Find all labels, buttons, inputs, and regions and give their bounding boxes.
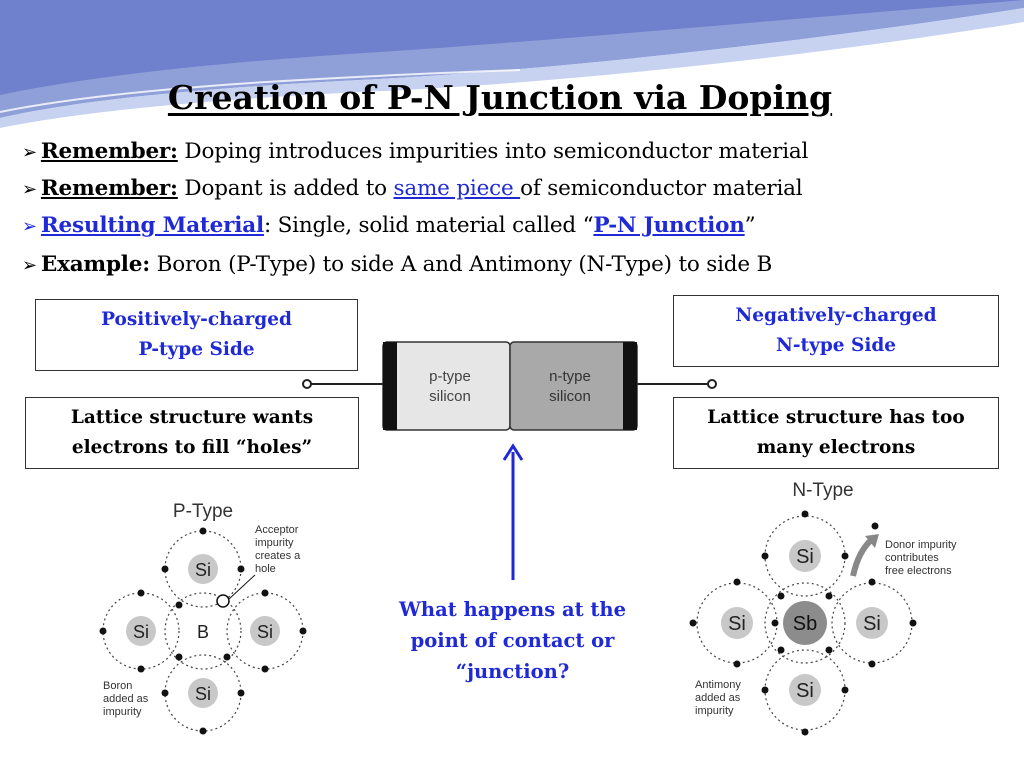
acceptor-note: Acceptor [255,524,299,536]
question-line3: “junction? [455,660,570,683]
pn-junction-link[interactable]: P-N Junction [593,213,745,238]
bullet-arrow-icon: ➢ [22,142,37,163]
p-type-label-2: silicon [429,388,471,405]
si-label: Si [796,680,814,702]
hole-marker [216,594,230,608]
boron-note: impurity [103,706,142,718]
si-atom-top [188,554,218,584]
question-line2: point of contact or [410,629,615,652]
n-end-cap [623,342,637,430]
bullet-example: ➢Example: Boron (P-Type) to side A and A… [22,252,772,277]
sb-label: Sb [793,613,817,635]
bullet-resulting-material: ➢Resulting Material: Single, solid mater… [22,213,756,238]
acceptor-note: creates a [255,550,301,562]
n-type-lattice-diagram: N-Type Si Si Si Si Sb Dono [689,480,957,736]
bullet-text: Doping introduces impurities into semico… [177,139,809,164]
bullet-text: : Single, solid material called “ [263,213,594,238]
p-lattice-line1: Lattice structure wants [70,407,314,428]
junction-question: What happens at the point of contact or … [375,594,650,687]
question-line1: What happens at the [399,598,626,621]
pn-diode-diagram: p-type silicon n-type silicon [302,341,717,431]
junction-arrow [502,443,524,580]
p-side-line2: P-type Side [138,339,255,360]
antimony-note: added as [695,692,741,704]
bullet-arrow-icon: ➢ [22,179,37,200]
si-label: Si [257,622,273,642]
antimony-note: Antimony [695,679,741,691]
si-atom-bottom [789,674,821,706]
left-terminal [302,379,312,389]
donor-note: contributes [885,552,939,564]
b-label: B [197,622,209,642]
acceptor-note: impurity [255,537,294,549]
si-label: Si [195,684,211,704]
bullet-label: Remember: [40,176,178,201]
right-terminal [707,379,717,389]
n-lattice-line2: many electrons [756,437,916,458]
p-end-cap [383,342,397,430]
bullet-arrow-icon: ➢ [22,255,37,276]
bullet-text: Boron (P-Type) to side A and Antimony (N… [150,252,773,277]
resulting-material-link[interactable]: Resulting Material [40,213,264,238]
p-side-line1: Positively-charged [101,309,292,330]
bullet-remember-doping: ➢Remember: Doping introduces impurities … [22,139,808,164]
si-atom-left [721,607,753,639]
si-label: Si [863,613,881,635]
acceptor-note: hole [255,563,276,575]
si-label: Si [133,622,149,642]
header-swoosh-decoration [0,0,1024,128]
bullet-label: Remember: [40,139,178,164]
p-type-label-1: p-type [429,368,471,385]
si-label: Si [195,560,211,580]
p-type-title: P-Type [173,501,233,522]
bullet-text-tail: ” [744,213,756,238]
n-lattice-line1: Lattice structure has too [707,407,965,428]
si-atom-right [856,607,888,639]
bullet-label: Example: [40,252,150,277]
p-lattice-box: Lattice structure wants electrons to fill… [25,397,359,469]
bullet-text: Dopant is added to [177,176,394,201]
bullet-arrow-icon: ➢ [22,216,37,237]
n-side-line2: N-type Side [775,335,897,356]
n-type-title: N-Type [792,480,853,501]
si-label: Si [796,546,814,568]
n-lattice-box: Lattice structure has too many electrons [673,397,999,469]
n-side-line1: Negatively-charged [735,305,937,326]
same-piece-link[interactable]: same piece [393,176,521,201]
si-atom-top [789,540,821,572]
n-type-label-1: n-type [549,368,591,385]
si-atom-left [126,616,156,646]
antimony-note: impurity [695,705,734,717]
si-label: Si [728,613,746,635]
free-electron [871,522,879,530]
p-lattice-line2: electrons to fill “holes” [71,437,313,458]
si-atom-right [250,616,280,646]
sb-atom [783,601,827,645]
donor-note: Donor impurity [885,539,957,551]
page-title: Creation of P-N Junction via Doping [167,78,833,117]
donor-arrow-icon [865,534,879,548]
bullet-text-tail: of semiconductor material [520,176,803,201]
n-type-label-2: silicon [549,388,591,405]
boron-note: added as [103,693,149,705]
p-type-lattice-diagram: P-Type Si Si Si Si B Acceptor impurity c [99,501,307,735]
p-type-block [382,341,511,431]
donor-note: free electrons [885,565,952,577]
bullet-remember-dopant: ➢Remember: Dopant is added to same piece… [22,176,803,201]
boron-note: Boron [103,680,132,692]
si-atom-bottom [188,678,218,708]
n-type-block [509,341,638,431]
